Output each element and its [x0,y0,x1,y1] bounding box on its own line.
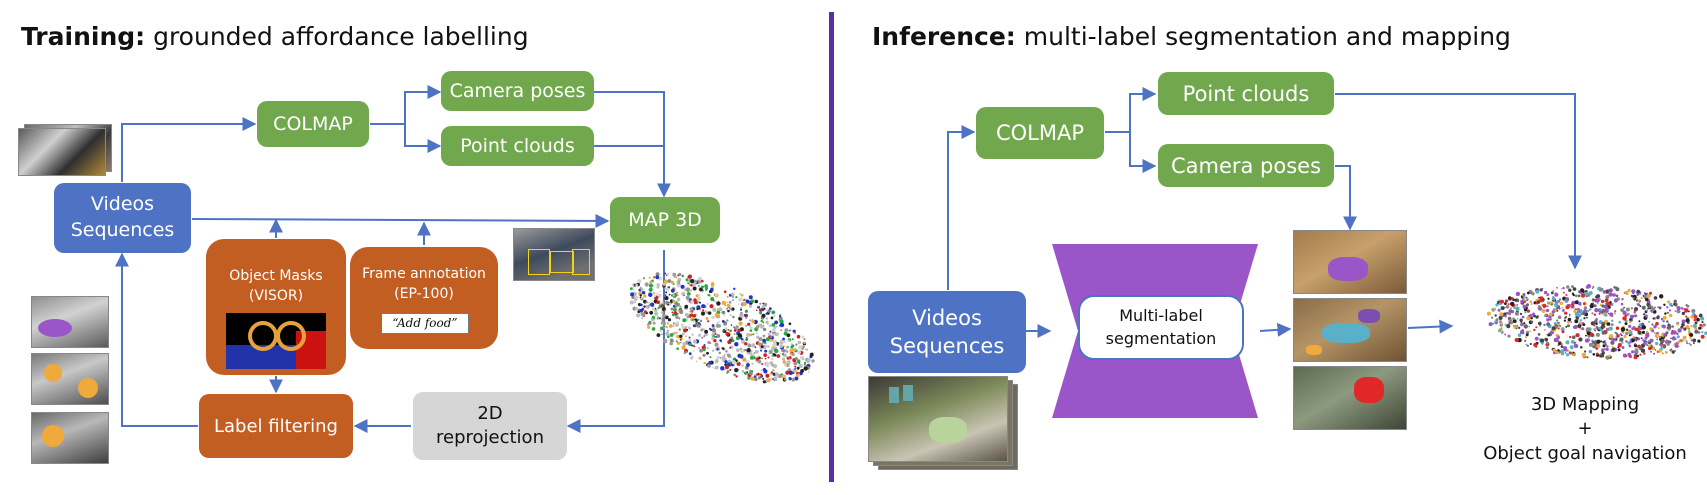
mapping-caption-line3: Object goal navigation [1483,442,1687,464]
segmented-frame-3 [1293,366,1407,430]
mask-preview-image [226,313,326,369]
labelled-frame-thumbnail-2 [31,353,109,405]
reprojection-label-line1: 2D [477,402,503,424]
label-filtering-label: Label filtering [214,415,338,437]
inference-title: Inference: multi-label segmentation and … [872,22,1511,51]
point-clouds-box: Point clouds [441,126,594,166]
inference-colmap-box: COLMAP [976,107,1104,159]
videos-sequences-box: Videos Sequences [54,183,191,253]
map-3d-box: MAP 3D [610,197,720,243]
training-title-bold: Training: [21,22,146,51]
camera-poses-box: Camera poses [441,71,594,111]
mapping-caption-line2: + [1577,418,1593,440]
arrow-clouds-to-mapping [1335,93,1582,270]
training-title-rest: grounded affordance labelling [145,22,529,51]
reprojection-box: 2D reprojection [413,392,567,460]
segmented-frame-1 [1293,230,1407,294]
training-title: Training: grounded affordance labelling [21,22,529,51]
inference-videos-label-line2: Sequences [889,334,1005,358]
point-clouds-label: Point clouds [460,135,575,157]
arrow-videos-to-colmap [121,117,257,182]
segmentation-label-line2: segmentation [1105,328,1217,348]
arrow-poses-to-map [594,91,671,198]
arrow-colmap-to-poses [370,85,442,125]
inference-title-rest: multi-label segmentation and mapping [1015,22,1511,51]
arrow-rcolmap-to-clouds [1105,87,1157,133]
arrow-colmap-to-clouds [404,124,442,153]
frame-annotation-quote: “Add food” [381,313,469,334]
frame-annotation-label-line2: (EP-100) [394,285,454,302]
inference-video-frame-front [868,376,1008,462]
inference-title-bold: Inference: [872,22,1016,51]
video-frame-thumbnail [18,128,106,176]
labelled-frame-thumbnail-3 [31,412,109,464]
videos-label-line2: Sequences [70,219,175,241]
map-3d-label: MAP 3D [628,209,702,231]
arrow-poses-to-frames [1335,165,1357,231]
inference-colmap-label: COLMAP [995,121,1085,145]
object-masks-label-line2: (VISOR) [248,287,304,304]
arrow-rcolmap-to-poses [1129,132,1157,173]
camera-poses-label: Camera poses [449,80,586,102]
arrow-videos-to-map [191,213,610,228]
frame-annotation-box: Frame annotation (EP-100) “Add food” [350,247,498,349]
colmap-label: COLMAP [273,113,353,135]
mapping-caption: 3D Mapping + Object goal navigation [1465,393,1705,466]
arrow-frames-to-mapping [1407,319,1454,334]
label-filtering-box: Label filtering [199,394,353,458]
inference-videos-label-line1: Videos [912,305,982,330]
section-divider [829,12,834,482]
object-masks-box: Object Masks (VISOR) [206,239,346,375]
inference-point-clouds-label: Point clouds [1182,81,1310,106]
segmented-frame-2 [1293,298,1407,362]
annotated-frame-thumbnail [513,228,595,281]
segmentation-label-line1: Multi-label [1119,306,1203,326]
mapping-caption-line1: 3D Mapping [1530,394,1640,415]
multi-label-segmentation-box: Multi-label segmentation [1078,295,1244,360]
inference-camera-poses-box: Camera poses [1158,144,1334,187]
inference-camera-poses-label: Camera poses [1170,153,1322,178]
arrow-filter-to-videos [115,252,198,427]
colmap-box: COLMAP [257,101,369,147]
frame-annotation-label-line1: Frame annotation [362,266,486,282]
arrow-rvideos-to-colmap [947,125,976,290]
inference-point-clouds-box: Point clouds [1158,72,1334,115]
labelled-frame-thumbnail-1 [31,296,109,348]
reprojection-label-line2: reprojection [436,427,544,448]
videos-label-line1: Videos [90,193,155,216]
object-masks-label-line1: Object Masks [229,268,323,284]
inference-videos-sequences-box: Videos Sequences [868,291,1026,373]
arrow-seg-to-frames [1259,322,1292,337]
